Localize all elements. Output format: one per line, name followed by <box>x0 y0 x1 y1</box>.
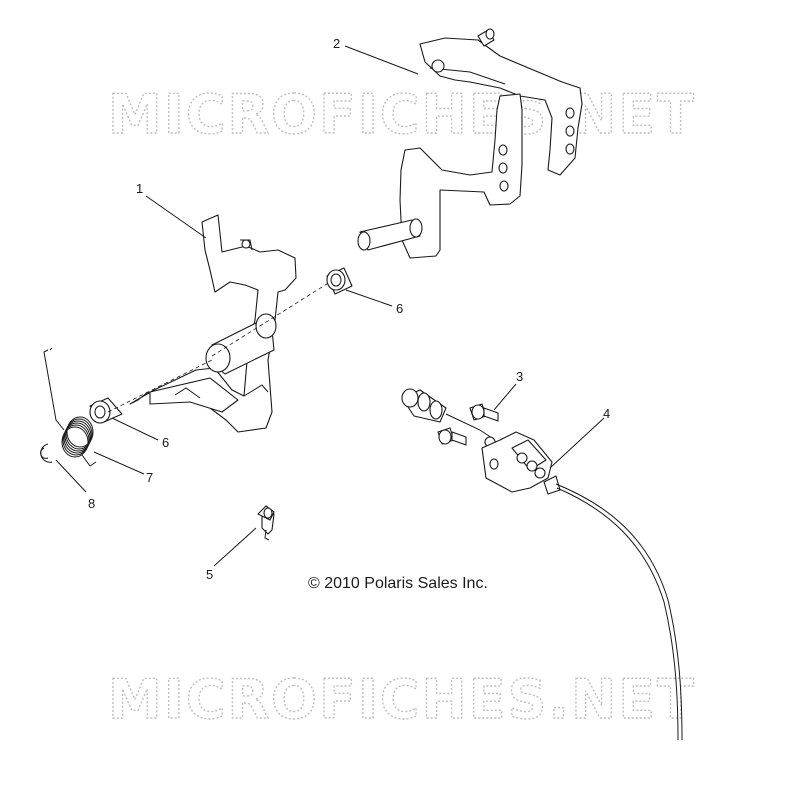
copyright-notice: © 2010 Polaris Sales Inc. <box>308 575 488 592</box>
callout-8: 8 <box>88 496 95 511</box>
assembly-line-pivot <box>211 281 331 357</box>
bolt-lower <box>437 427 467 446</box>
watermark-top: MICROFICHES.NET <box>108 83 696 146</box>
leader-2 <box>344 45 419 75</box>
leader-6-lower <box>111 417 159 441</box>
callout-7: 7 <box>146 470 153 485</box>
bushing-upper <box>326 267 353 295</box>
torsion-spring <box>43 347 97 467</box>
callout-6-lower: 6 <box>162 435 169 450</box>
leader-3 <box>493 383 517 411</box>
callout-5: 5 <box>206 567 213 582</box>
assembly-line-bushing <box>107 359 213 413</box>
leader-1 <box>145 195 207 239</box>
watermark-bottom: MICROFICHES.NET <box>108 668 696 731</box>
callout-6-upper: 6 <box>396 301 403 316</box>
callout-2: 2 <box>333 36 340 51</box>
leader-6-upper <box>345 289 393 307</box>
callout-3: 3 <box>516 369 523 384</box>
e-clip <box>40 443 53 463</box>
leader-5 <box>213 527 257 567</box>
brake-pedal-arm <box>129 214 297 433</box>
leader-7 <box>93 451 145 475</box>
bushing-lower <box>89 397 123 424</box>
callout-1: 1 <box>136 181 143 196</box>
leader-4 <box>549 417 605 469</box>
clevis-pin <box>257 505 275 541</box>
leader-8 <box>55 459 87 493</box>
brake-cable <box>401 388 683 741</box>
bolt-upper <box>469 403 499 422</box>
callout-4: 4 <box>603 406 610 421</box>
mounting-bracket <box>357 28 583 259</box>
